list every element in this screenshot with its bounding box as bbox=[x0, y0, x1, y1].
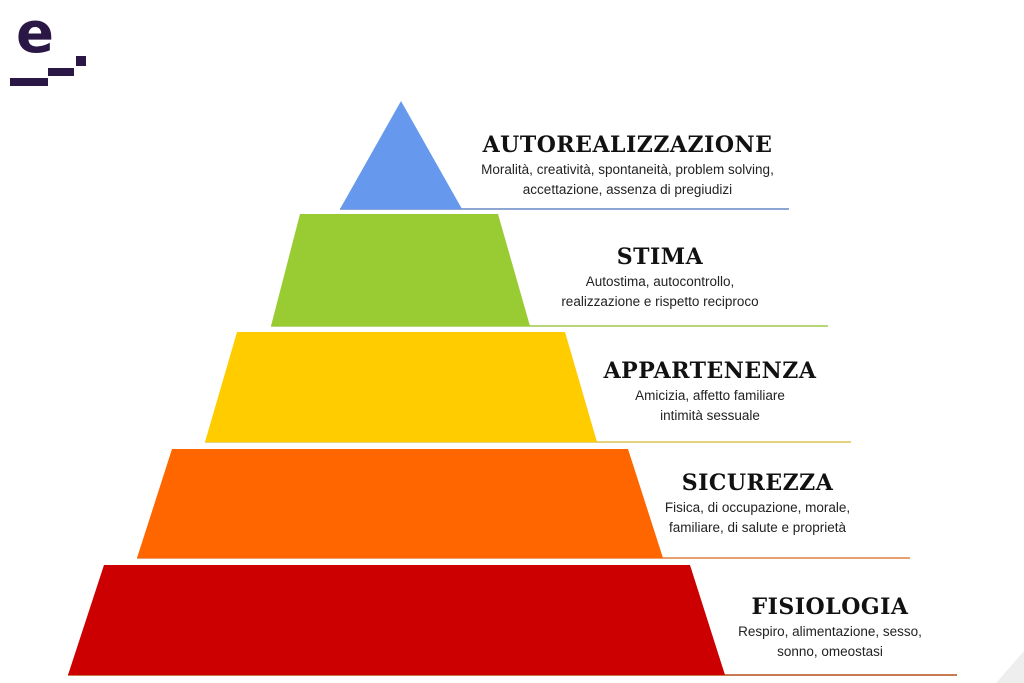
level-title: STIMA bbox=[616, 244, 704, 270]
level-sicurezza-shape bbox=[137, 449, 663, 558]
level-appartenenza-label: APPARTENENZA Amicizia, affetto familiare… bbox=[595, 358, 825, 426]
level-description: familiare, di salute e proprietà bbox=[668, 520, 847, 535]
level-description: Fisica, di occupazione, morale, bbox=[664, 500, 851, 515]
level-description: realizzazione e rispetto reciproco bbox=[561, 294, 759, 309]
level-title: APPARTENENZA bbox=[603, 358, 817, 384]
level-description: Autostima, autocontrollo, bbox=[585, 274, 735, 289]
level-description: Amicizia, affetto familiare bbox=[635, 388, 785, 403]
level-stima-label: STIMA Autostima, autocontrollo, realizza… bbox=[530, 244, 790, 312]
level-description: intimità sessuale bbox=[660, 408, 760, 423]
level-fisiologia-shape bbox=[68, 565, 725, 675]
svg-text:e: e bbox=[16, 1, 54, 66]
level-sicurezza-label: SICUREZZA Fisica, di occupazione, morale… bbox=[650, 470, 865, 538]
level-description: Respiro, alimentazione, sesso, bbox=[738, 624, 922, 639]
level-title: FISIOLOGIA bbox=[751, 594, 909, 620]
level-title: SICUREZZA bbox=[681, 470, 834, 496]
level-title: AUTOREALIZZAZIONE bbox=[482, 132, 773, 158]
logo-icon: e bbox=[10, 1, 86, 86]
level-fisiologia-label: FISIOLOGIA Respiro, alimentazione, sesso… bbox=[720, 594, 940, 662]
level-autorealizzazione-shape bbox=[340, 101, 462, 209]
level-autorealizzazione-label: AUTOREALIZZAZIONE Moralità, creatività, … bbox=[455, 132, 800, 200]
level-stima-shape bbox=[271, 214, 530, 326]
level-description: Moralità, creatività, spontaneità, probl… bbox=[481, 162, 774, 177]
level-description: sonno, omeostasi bbox=[777, 644, 883, 659]
level-description: accettazione, assenza di pregiudizi bbox=[522, 182, 733, 197]
level-appartenenza-shape bbox=[205, 332, 597, 442]
page-curl-decoration bbox=[996, 651, 1024, 683]
